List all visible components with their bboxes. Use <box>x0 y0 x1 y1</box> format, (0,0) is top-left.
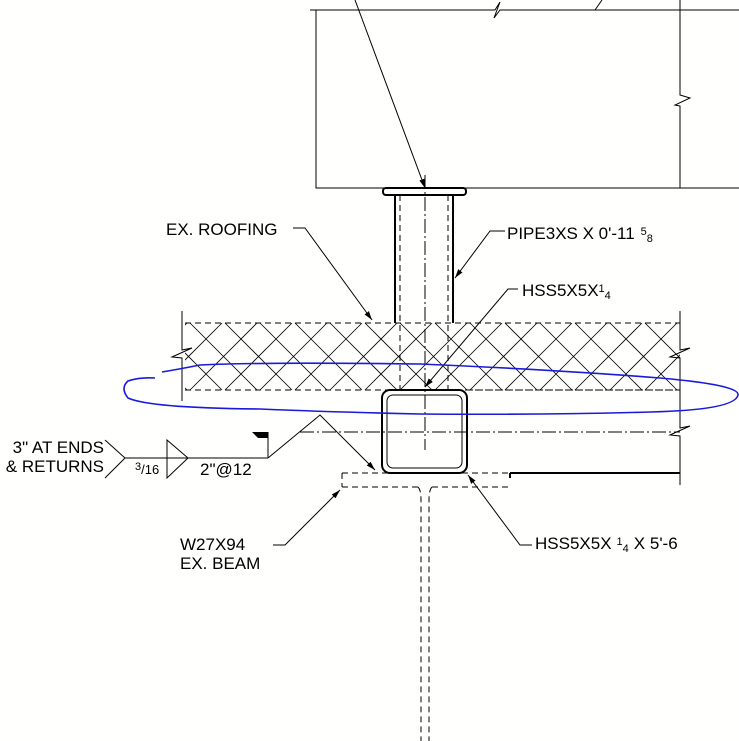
hatch-line <box>329 323 398 390</box>
hatch-line <box>434 323 503 390</box>
beam-leader <box>273 489 341 546</box>
hatch-line <box>715 323 739 390</box>
hatch-line <box>715 323 739 390</box>
hatch-line <box>185 323 223 361</box>
roofing-insulation <box>170 311 739 485</box>
hatch-line <box>539 323 608 390</box>
roofing-leader <box>293 227 373 321</box>
hatch-line <box>364 323 433 390</box>
top-leader <box>354 0 426 189</box>
beam-label-line1: W27X94 <box>180 535 245 554</box>
hatch-line <box>224 323 293 390</box>
weld-symbol <box>104 414 376 480</box>
hatch-line <box>469 323 538 390</box>
weld-pitch: 2"@12 <box>200 460 252 479</box>
hatch-line <box>609 323 678 390</box>
weld-note-line2: & RETURNS <box>6 457 104 476</box>
hatch-line <box>574 323 643 390</box>
hss-bottom-leader <box>467 474 532 546</box>
hatch-line <box>189 323 258 390</box>
hatch-line <box>399 323 468 390</box>
hatch-line <box>679 323 680 324</box>
pipe-leader <box>454 230 505 279</box>
hatch-line <box>504 323 573 390</box>
hatch-line <box>644 354 680 390</box>
w-beam-section <box>341 472 510 741</box>
weld-size: 3/16 <box>135 461 159 477</box>
freehand-markup-loop <box>123 362 739 416</box>
hss-top-leader <box>424 288 518 388</box>
hss-top-label: HSS5X5X14 <box>522 281 611 302</box>
hatch-line <box>259 323 328 390</box>
hss-beam-elevation <box>300 389 680 478</box>
field-weld-flag-icon <box>252 432 268 438</box>
hatch-line <box>679 389 680 390</box>
beam-label-line2: EX. BEAM <box>180 554 260 573</box>
hatch-line <box>294 323 363 390</box>
upper-structure <box>310 0 739 189</box>
roofing-label: EX. ROOFING <box>166 220 277 239</box>
weld-note-line1: 3" AT ENDS <box>13 438 104 457</box>
